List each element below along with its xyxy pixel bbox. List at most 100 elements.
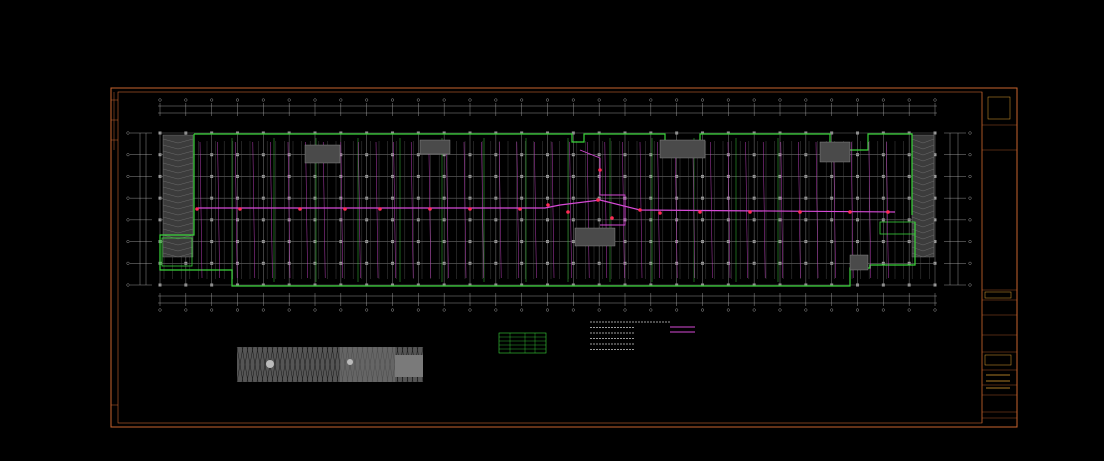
branch-pipe — [534, 141, 537, 279]
equipment-point — [848, 210, 852, 214]
ramp-hatch — [162, 210, 179, 216]
ramp-hatch — [922, 162, 935, 168]
ramp-hatch — [911, 210, 924, 216]
branch-pipe — [727, 141, 731, 279]
equipment-point — [428, 207, 432, 211]
branch-pipe — [692, 141, 696, 279]
core-block — [574, 227, 616, 247]
grid-bubble — [261, 308, 265, 312]
ramp-hatch — [177, 180, 194, 186]
title-block-logo — [987, 96, 1011, 120]
hatch-line — [251, 346, 259, 383]
ramp-hatch — [911, 246, 924, 252]
grid-bubble — [907, 98, 911, 102]
equipment-point — [596, 198, 600, 202]
ramp-hatch — [922, 204, 935, 210]
ramp-hatch — [922, 228, 935, 234]
ramp-hatch — [911, 156, 924, 162]
ramp-hatch — [162, 168, 179, 174]
hatch-line — [261, 346, 269, 383]
ramp-hatch — [162, 252, 179, 258]
ramp-hatch — [177, 162, 194, 168]
ramp-hatch — [911, 228, 924, 234]
hatch-line — [236, 346, 244, 383]
ramp-hatch — [177, 204, 194, 210]
grid-bubble — [752, 98, 756, 102]
grid-bubble — [726, 308, 730, 312]
room — [879, 221, 916, 235]
ramp-hatch — [177, 228, 194, 234]
hatch-line — [291, 346, 299, 383]
hatch-line — [256, 346, 264, 383]
grid-bubble — [830, 98, 834, 102]
ramp-hatch — [922, 138, 935, 144]
grid-bubble — [907, 308, 911, 312]
ramp-hatch — [162, 150, 179, 156]
ramp-hatch — [177, 168, 194, 174]
main-pipe — [198, 199, 896, 213]
ramp-hatch — [162, 216, 179, 222]
hatch-line — [316, 346, 324, 383]
legend-frame — [498, 332, 547, 354]
ramp-hatch — [911, 198, 924, 204]
branch-pipe — [798, 141, 801, 279]
grid-bubble — [126, 261, 130, 265]
branch-pipe — [674, 141, 678, 279]
grid-bubble — [968, 240, 972, 244]
ramp-hatch — [162, 246, 179, 252]
grid-bubble — [391, 98, 395, 102]
grid-bubble — [752, 308, 756, 312]
grid-bubble — [649, 308, 653, 312]
ramp-hatch — [177, 252, 194, 258]
branch-pipe — [586, 141, 590, 279]
equipment-point — [598, 168, 602, 172]
branch-pipe — [710, 141, 713, 279]
ramp-hatch — [162, 240, 179, 246]
branch-pipe — [340, 141, 344, 279]
ramp-hatch — [177, 216, 194, 222]
equipment-point — [343, 207, 347, 211]
ramp-hatch — [177, 240, 194, 246]
grid-bubble — [571, 98, 575, 102]
branch-pipe — [551, 141, 555, 279]
equipment-point — [698, 210, 702, 214]
ramp-hatch — [177, 246, 194, 252]
equipment-point — [566, 210, 570, 214]
grid-bubble — [468, 98, 472, 102]
equipment-point — [798, 210, 802, 214]
grid-bubble — [968, 283, 972, 287]
grid-bubble — [126, 174, 130, 178]
ramp-hatch — [177, 156, 194, 162]
core-block — [419, 139, 451, 155]
ramp-hatch — [162, 198, 179, 204]
equipment-point — [886, 210, 890, 214]
equipment-point — [378, 207, 382, 211]
branch-pipe — [569, 141, 572, 279]
ramp-hatch — [922, 216, 935, 222]
binding-strip — [111, 92, 118, 406]
grid-bubble — [778, 98, 782, 102]
grid-bubble — [830, 308, 834, 312]
equipment-point — [238, 207, 242, 211]
ramp-hatch — [177, 210, 194, 216]
hatch-line — [276, 346, 284, 383]
equipment-point — [638, 208, 642, 212]
grid-bubble — [416, 308, 420, 312]
ramp-hatch — [922, 168, 935, 174]
grid-bubble — [339, 308, 343, 312]
ramp-hatch — [922, 186, 935, 192]
riser-pipe — [579, 149, 626, 226]
branch-pipe — [604, 141, 608, 279]
branch-pipe — [622, 141, 625, 279]
ramp-hatch — [177, 138, 194, 144]
ramp-hatch — [177, 198, 194, 204]
room — [161, 237, 193, 267]
ramp-hatch — [177, 222, 194, 228]
branch-pipe — [868, 141, 872, 279]
grid-bubble — [546, 98, 550, 102]
branch-pipe — [833, 141, 836, 279]
grid-bubble — [968, 196, 972, 200]
grid-bubble — [313, 98, 317, 102]
